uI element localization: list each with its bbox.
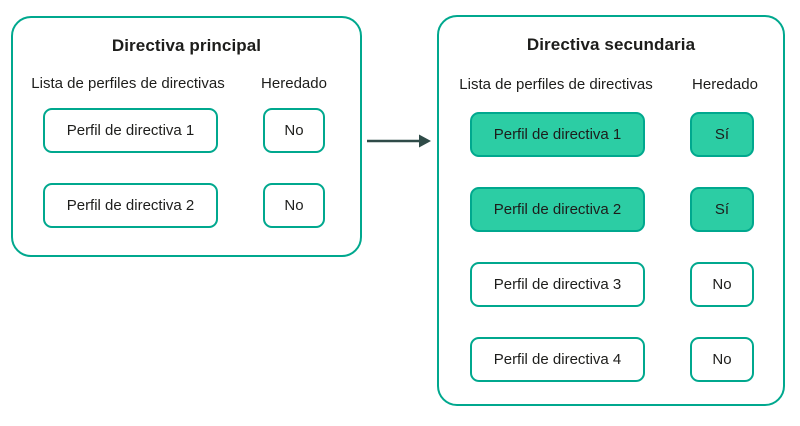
inherited-column-header: Heredado — [261, 75, 327, 92]
secondary-policy-panel: Directiva secundaria Lista de perfiles d… — [437, 15, 785, 406]
flow-arrow-icon — [367, 134, 431, 148]
profiles-column-header: Lista de perfiles de directivas — [31, 75, 225, 92]
profile-chip: Perfil de directiva 3 — [470, 262, 645, 307]
inherited-chip: Sí — [690, 187, 754, 232]
profile-chip: Perfil de directiva 1 — [43, 108, 218, 153]
inherited-chip: No — [263, 183, 325, 228]
profile-chip: Perfil de directiva 1 — [470, 112, 645, 157]
inherited-column-header: Heredado — [692, 76, 758, 93]
profile-chip: Perfil de directiva 4 — [470, 337, 645, 382]
inherited-chip: No — [690, 262, 754, 307]
panel-title: Directiva secundaria — [526, 35, 696, 54]
inherited-chip: Sí — [690, 112, 754, 157]
primary-policy-panel: Directiva principal Lista de perfiles de… — [11, 16, 362, 257]
profiles-column-header: Lista de perfiles de directivas — [459, 76, 653, 93]
profile-chip: Perfil de directiva 2 — [470, 187, 645, 232]
inherited-chip: No — [263, 108, 325, 153]
profile-chip: Perfil de directiva 2 — [43, 183, 218, 228]
panel-title: Directiva principal — [111, 36, 262, 55]
inherited-chip: No — [690, 337, 754, 382]
